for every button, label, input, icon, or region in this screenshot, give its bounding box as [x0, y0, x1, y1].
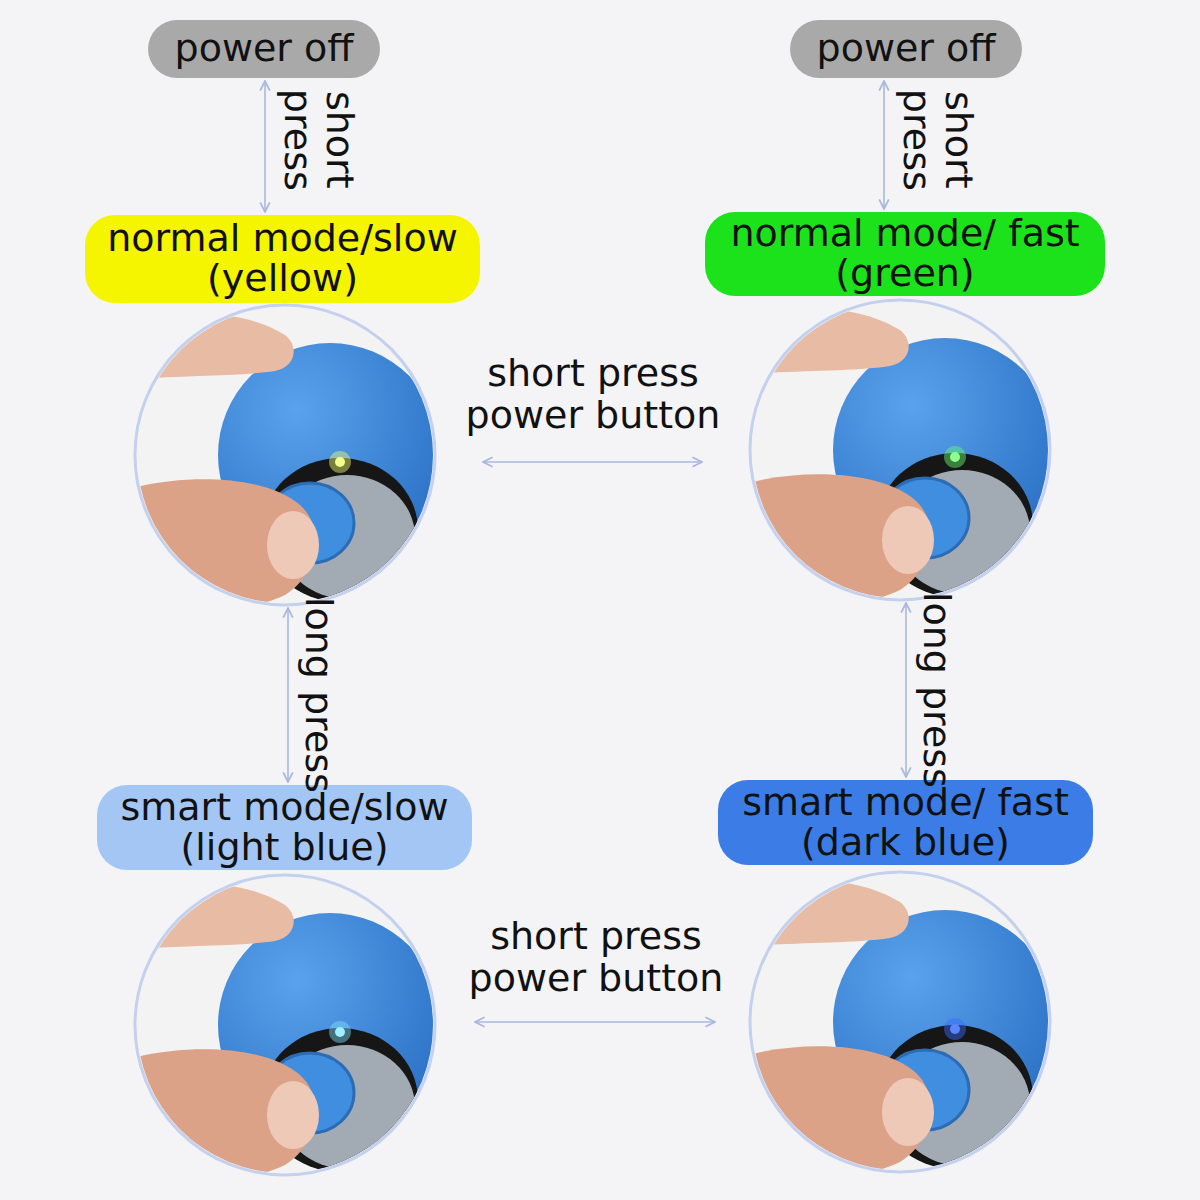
mode-label: smart mode/ fast (dark blue) — [730, 783, 1081, 863]
state-pill: smart mode/ fast (dark blue) — [718, 780, 1093, 865]
mode-label: normal mode/ fast (green) — [717, 214, 1093, 294]
mode-state: smart mode/ fast (dark blue) — [718, 780, 1093, 1172]
state-pill: power off — [790, 20, 1022, 78]
state-pill: power off — [148, 20, 380, 78]
ball-photo — [740, 300, 1057, 610]
edge-label: long press — [915, 592, 957, 788]
transition-arrow — [264, 81, 266, 212]
transition-arrow — [475, 1021, 715, 1023]
led-light — [950, 452, 960, 462]
ball-photo — [125, 875, 442, 1185]
photo-ring — [135, 305, 435, 605]
transition-arrow — [883, 81, 885, 209]
led-light — [335, 457, 345, 467]
state-pill: normal mode/slow (yellow) — [85, 215, 480, 303]
power-off-pill: power off — [148, 20, 380, 78]
mode-label: smart mode/slow (light blue) — [109, 788, 460, 868]
mode-label: power off — [817, 29, 996, 69]
state-pill: smart mode/slow (light blue) — [97, 785, 472, 870]
ball-photo — [740, 872, 1057, 1182]
edge-label: short press — [276, 89, 360, 191]
mode-state: normal mode/slow (yellow) — [85, 215, 480, 605]
mode-state: smart mode/slow (light blue) — [97, 785, 472, 1175]
edge-label: long press — [297, 597, 339, 793]
transition-arrow — [483, 461, 702, 463]
transition-arrow — [287, 608, 289, 782]
photo-ring — [135, 875, 435, 1175]
edge-label: short press power button — [462, 353, 724, 437]
photo-ring — [750, 300, 1050, 600]
photo-ring — [750, 872, 1050, 1172]
led-light — [950, 1024, 960, 1034]
ball-photo — [125, 305, 442, 615]
edge-label: short press — [895, 89, 979, 191]
transition-arrow — [905, 603, 907, 777]
mode-label: power off — [175, 29, 354, 69]
mode-label: normal mode/slow (yellow) — [97, 219, 468, 299]
power-off-pill: power off — [790, 20, 1022, 78]
state-pill: normal mode/ fast (green) — [705, 212, 1105, 296]
led-light — [335, 1027, 345, 1037]
mode-state: normal mode/ fast (green) — [705, 212, 1105, 600]
edge-label: short press power button — [465, 916, 727, 1000]
